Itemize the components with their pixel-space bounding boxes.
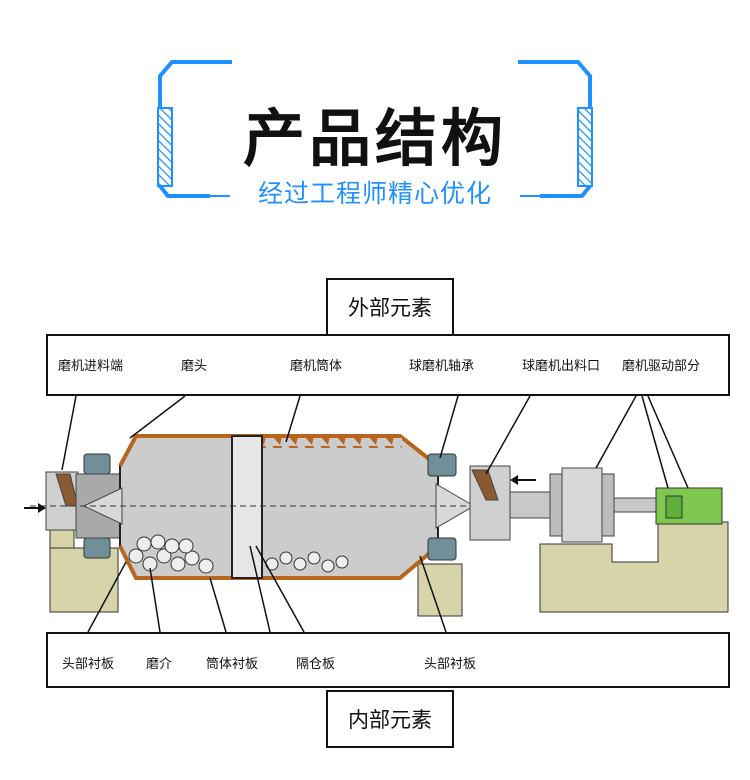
- label-drive-section: 磨机驱动部分: [622, 359, 701, 374]
- internal-elements-title: 内部元素: [326, 690, 454, 748]
- label-head-liner-left: 头部衬板: [62, 657, 115, 672]
- leader-lines-bottom: [87, 545, 447, 632]
- grinding-media: [128, 534, 349, 574]
- leader-lines-top: [61, 396, 689, 489]
- external-labels-box: [46, 334, 730, 396]
- label-shell-liner: 筒体衬板: [206, 657, 259, 672]
- right-bracket: [518, 60, 593, 198]
- page-subtitle: 经过工程师精心优化: [257, 179, 492, 208]
- internal-labels-box: [46, 632, 730, 688]
- feed-end: [45, 471, 79, 531]
- bearing-right: [427, 453, 457, 561]
- left-bracket: [157, 60, 232, 198]
- ball-mill-diagram: [24, 396, 729, 632]
- page-title: 产品结构: [242, 102, 507, 175]
- label-head-liner-right: 头部衬板: [424, 657, 477, 672]
- label-mill-bearing: 球磨机轴承: [409, 359, 475, 374]
- foundation-right: [417, 563, 463, 617]
- label-mill-shell: 磨机筒体: [290, 359, 343, 374]
- label-partition-board: 隔仓板: [296, 657, 336, 672]
- drive-section: [509, 467, 723, 543]
- external-elements-title: 外部元素: [326, 278, 454, 336]
- header-frame: [157, 60, 593, 198]
- label-feed-end: 磨机进料端: [58, 359, 124, 374]
- label-discharge-port: 球磨机出料口: [522, 359, 601, 374]
- label-mill-head: 磨头: [181, 359, 208, 374]
- flow-arrows: [24, 475, 536, 513]
- discharge-port: [469, 465, 511, 541]
- label-grinding-media: 磨介: [146, 657, 173, 672]
